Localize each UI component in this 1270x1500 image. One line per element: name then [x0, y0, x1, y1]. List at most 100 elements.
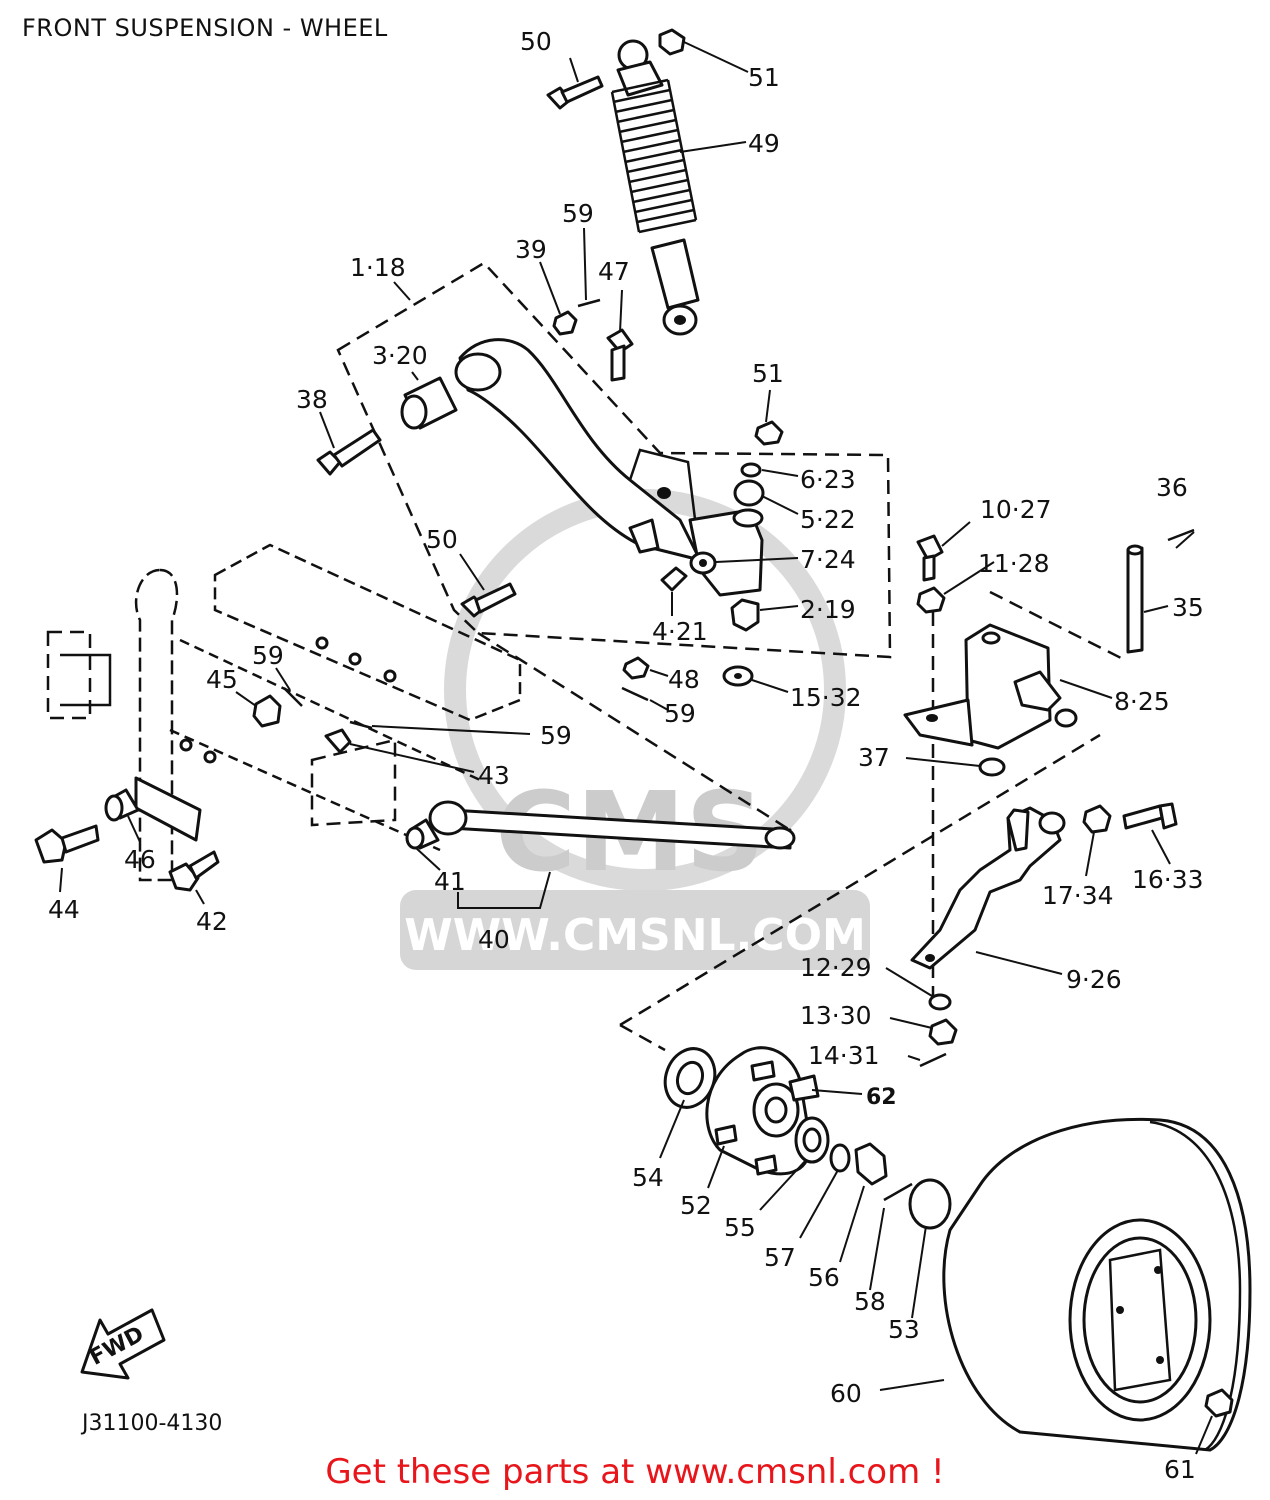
- cap-2-19: [730, 598, 760, 632]
- callout-55: 55: [724, 1213, 756, 1242]
- bearing-55: [794, 1116, 830, 1164]
- bolt-16-33: [1122, 802, 1178, 830]
- callout-36: 36: [1156, 473, 1188, 502]
- nut-48: [622, 656, 650, 680]
- callout-3-20: 3·20: [372, 341, 428, 370]
- footer-parts-link[interactable]: Get these parts at www.cmsnl.com !: [325, 1452, 945, 1492]
- clip-43: [324, 728, 352, 754]
- callout-39: 39: [515, 235, 547, 264]
- callout-44: 44: [48, 895, 80, 924]
- bolt-50-top: [546, 75, 604, 110]
- callout-8-25: 8·25: [1114, 687, 1170, 716]
- bolt-42: [168, 850, 220, 892]
- callout-14-31: 14·31: [808, 1041, 880, 1070]
- callout-47: 47: [598, 257, 630, 286]
- callout-59-mid: 59: [664, 699, 696, 728]
- page-title: FRONT SUSPENSION - WHEEL: [22, 14, 388, 42]
- callout-10-27: 10·27: [980, 495, 1052, 524]
- nut-45: [252, 694, 282, 728]
- bolt-47: [606, 328, 634, 382]
- lower-assembly-outline: [619, 733, 1101, 1027]
- callout-50-mid: 50: [426, 525, 458, 554]
- callout-59-lower: 59: [540, 721, 572, 750]
- callout-56: 56: [808, 1263, 840, 1292]
- watermark-banner: [400, 890, 870, 970]
- callout-5-22: 5·22: [800, 505, 856, 534]
- washer-15-32: [722, 665, 754, 687]
- callout-51-knuckle: 51: [752, 359, 784, 388]
- callout-37: 37: [858, 743, 890, 772]
- knuckle-housing: [688, 508, 764, 597]
- callout-7-24: 7·24: [800, 545, 856, 574]
- pin-36: [1167, 528, 1195, 542]
- bolt-50-mid: [460, 582, 517, 618]
- cotter-pin-59-mid: [621, 686, 649, 702]
- lower-rod-40: [428, 800, 796, 850]
- nut-51-top: [658, 28, 686, 56]
- bolt-44: [34, 824, 100, 864]
- callout-11-28: 11·28: [978, 549, 1050, 578]
- watermark-url: WWW.CMSNL.COM: [404, 910, 866, 961]
- clip-part: [628, 518, 660, 554]
- callout-61: 61: [1164, 1455, 1196, 1484]
- nut-11-28: [916, 586, 946, 614]
- washer-37: [978, 757, 1006, 777]
- upper-arm-assembly-outline: [336, 261, 892, 659]
- nut-56: [854, 1142, 888, 1186]
- callout-58: 58: [854, 1287, 886, 1316]
- callout-40: 40: [478, 925, 510, 954]
- callout-45: 45: [206, 665, 238, 694]
- callout-4-21: 4·21: [652, 617, 708, 646]
- pin-14-31: [919, 1052, 947, 1068]
- wheel-60: [942, 1117, 1252, 1452]
- washer-12-29: [928, 993, 952, 1011]
- king-pin-35: [1126, 544, 1144, 654]
- nut-61: [1204, 1388, 1234, 1418]
- callout-13-30: 13·30: [800, 1001, 872, 1030]
- callout-2-19: 2·19: [800, 595, 856, 624]
- upper-arm: [454, 338, 702, 562]
- callout-59-frame: 59: [252, 641, 284, 670]
- drawing-number: J31100-4130: [80, 1411, 222, 1436]
- cotter-pin-58: [883, 1182, 913, 1202]
- callout-15-32: 15·32: [790, 683, 862, 712]
- callout-53: 53: [888, 1315, 920, 1344]
- forward-direction-arrow: FWD: [80, 1308, 166, 1380]
- shock-spring: [610, 78, 698, 234]
- callout-50-top: 50: [520, 27, 552, 56]
- frame-crossmember: [46, 543, 522, 882]
- callout-17-34: 17·34: [1042, 881, 1114, 910]
- seal-54: [663, 1047, 717, 1109]
- cap-53: [908, 1178, 952, 1230]
- callout-48: 48: [668, 665, 700, 694]
- washer-6-23: [740, 462, 762, 478]
- bushing-46: [104, 788, 140, 822]
- cotter-pin-59-frame: [283, 687, 303, 707]
- callout-1-18: 1·18: [350, 253, 406, 282]
- callout-59-top: 59: [562, 199, 594, 228]
- callout-57: 57: [764, 1243, 796, 1272]
- callout-51-top: 51: [748, 63, 780, 92]
- callout-49: 49: [748, 129, 780, 158]
- fitting-4-21: [660, 566, 688, 592]
- cotter-pin-59-lower: [349, 720, 373, 730]
- cotter-pin-59-top: [577, 298, 601, 308]
- leader-lines: [59, 41, 1213, 1455]
- shock-absorber: [610, 39, 700, 336]
- callout-35: 35: [1172, 593, 1204, 622]
- seal-5-22: [733, 479, 765, 507]
- callout-6-23: 6·23: [800, 465, 856, 494]
- hub-52: [705, 1046, 812, 1176]
- callout-52: 52: [680, 1191, 712, 1220]
- callout-41: 41: [434, 867, 466, 896]
- king-pin-dash-line: [989, 590, 1126, 662]
- callout-16-33: 16·33: [1132, 865, 1204, 894]
- washer-57: [829, 1143, 851, 1173]
- stud-62: [788, 1074, 820, 1102]
- callout-43: 43: [478, 761, 510, 790]
- nut-17-34: [1082, 804, 1112, 834]
- callout-12-29: 12·29: [800, 953, 872, 982]
- callout-9-26: 9·26: [1066, 965, 1122, 994]
